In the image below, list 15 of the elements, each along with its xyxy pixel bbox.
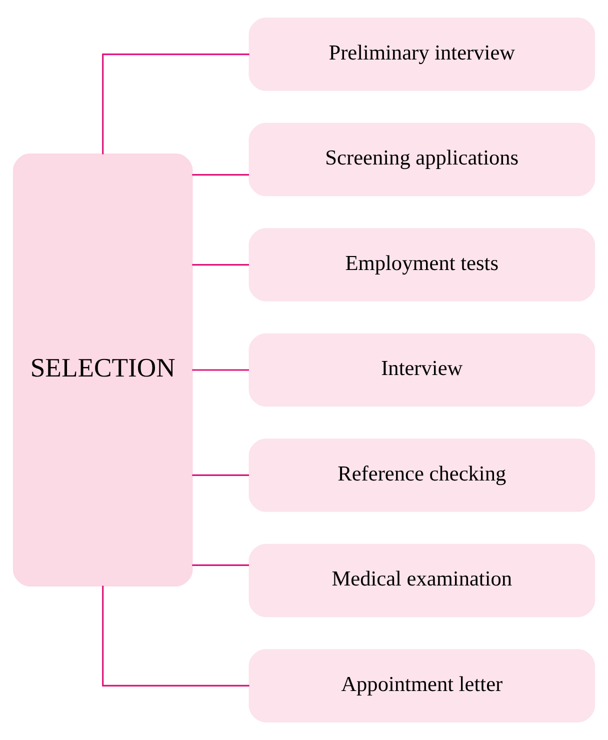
connector: [192, 174, 249, 176]
connector: [102, 586, 250, 686]
node-box: Interview: [248, 333, 596, 407]
node-box: Employment tests: [248, 228, 596, 302]
connector: [192, 564, 249, 566]
connector: [192, 474, 249, 476]
node-box: SELECTION: [12, 154, 193, 586]
node-box: Appointment letter: [248, 649, 596, 722]
connector: [102, 54, 250, 154]
node-box: Screening applications: [248, 122, 596, 196]
node-box: Preliminary interview: [248, 18, 596, 91]
connector: [192, 264, 249, 266]
connector: [192, 369, 249, 371]
node-box: Medical examination: [248, 544, 596, 618]
node-box: Reference checking: [248, 438, 596, 512]
